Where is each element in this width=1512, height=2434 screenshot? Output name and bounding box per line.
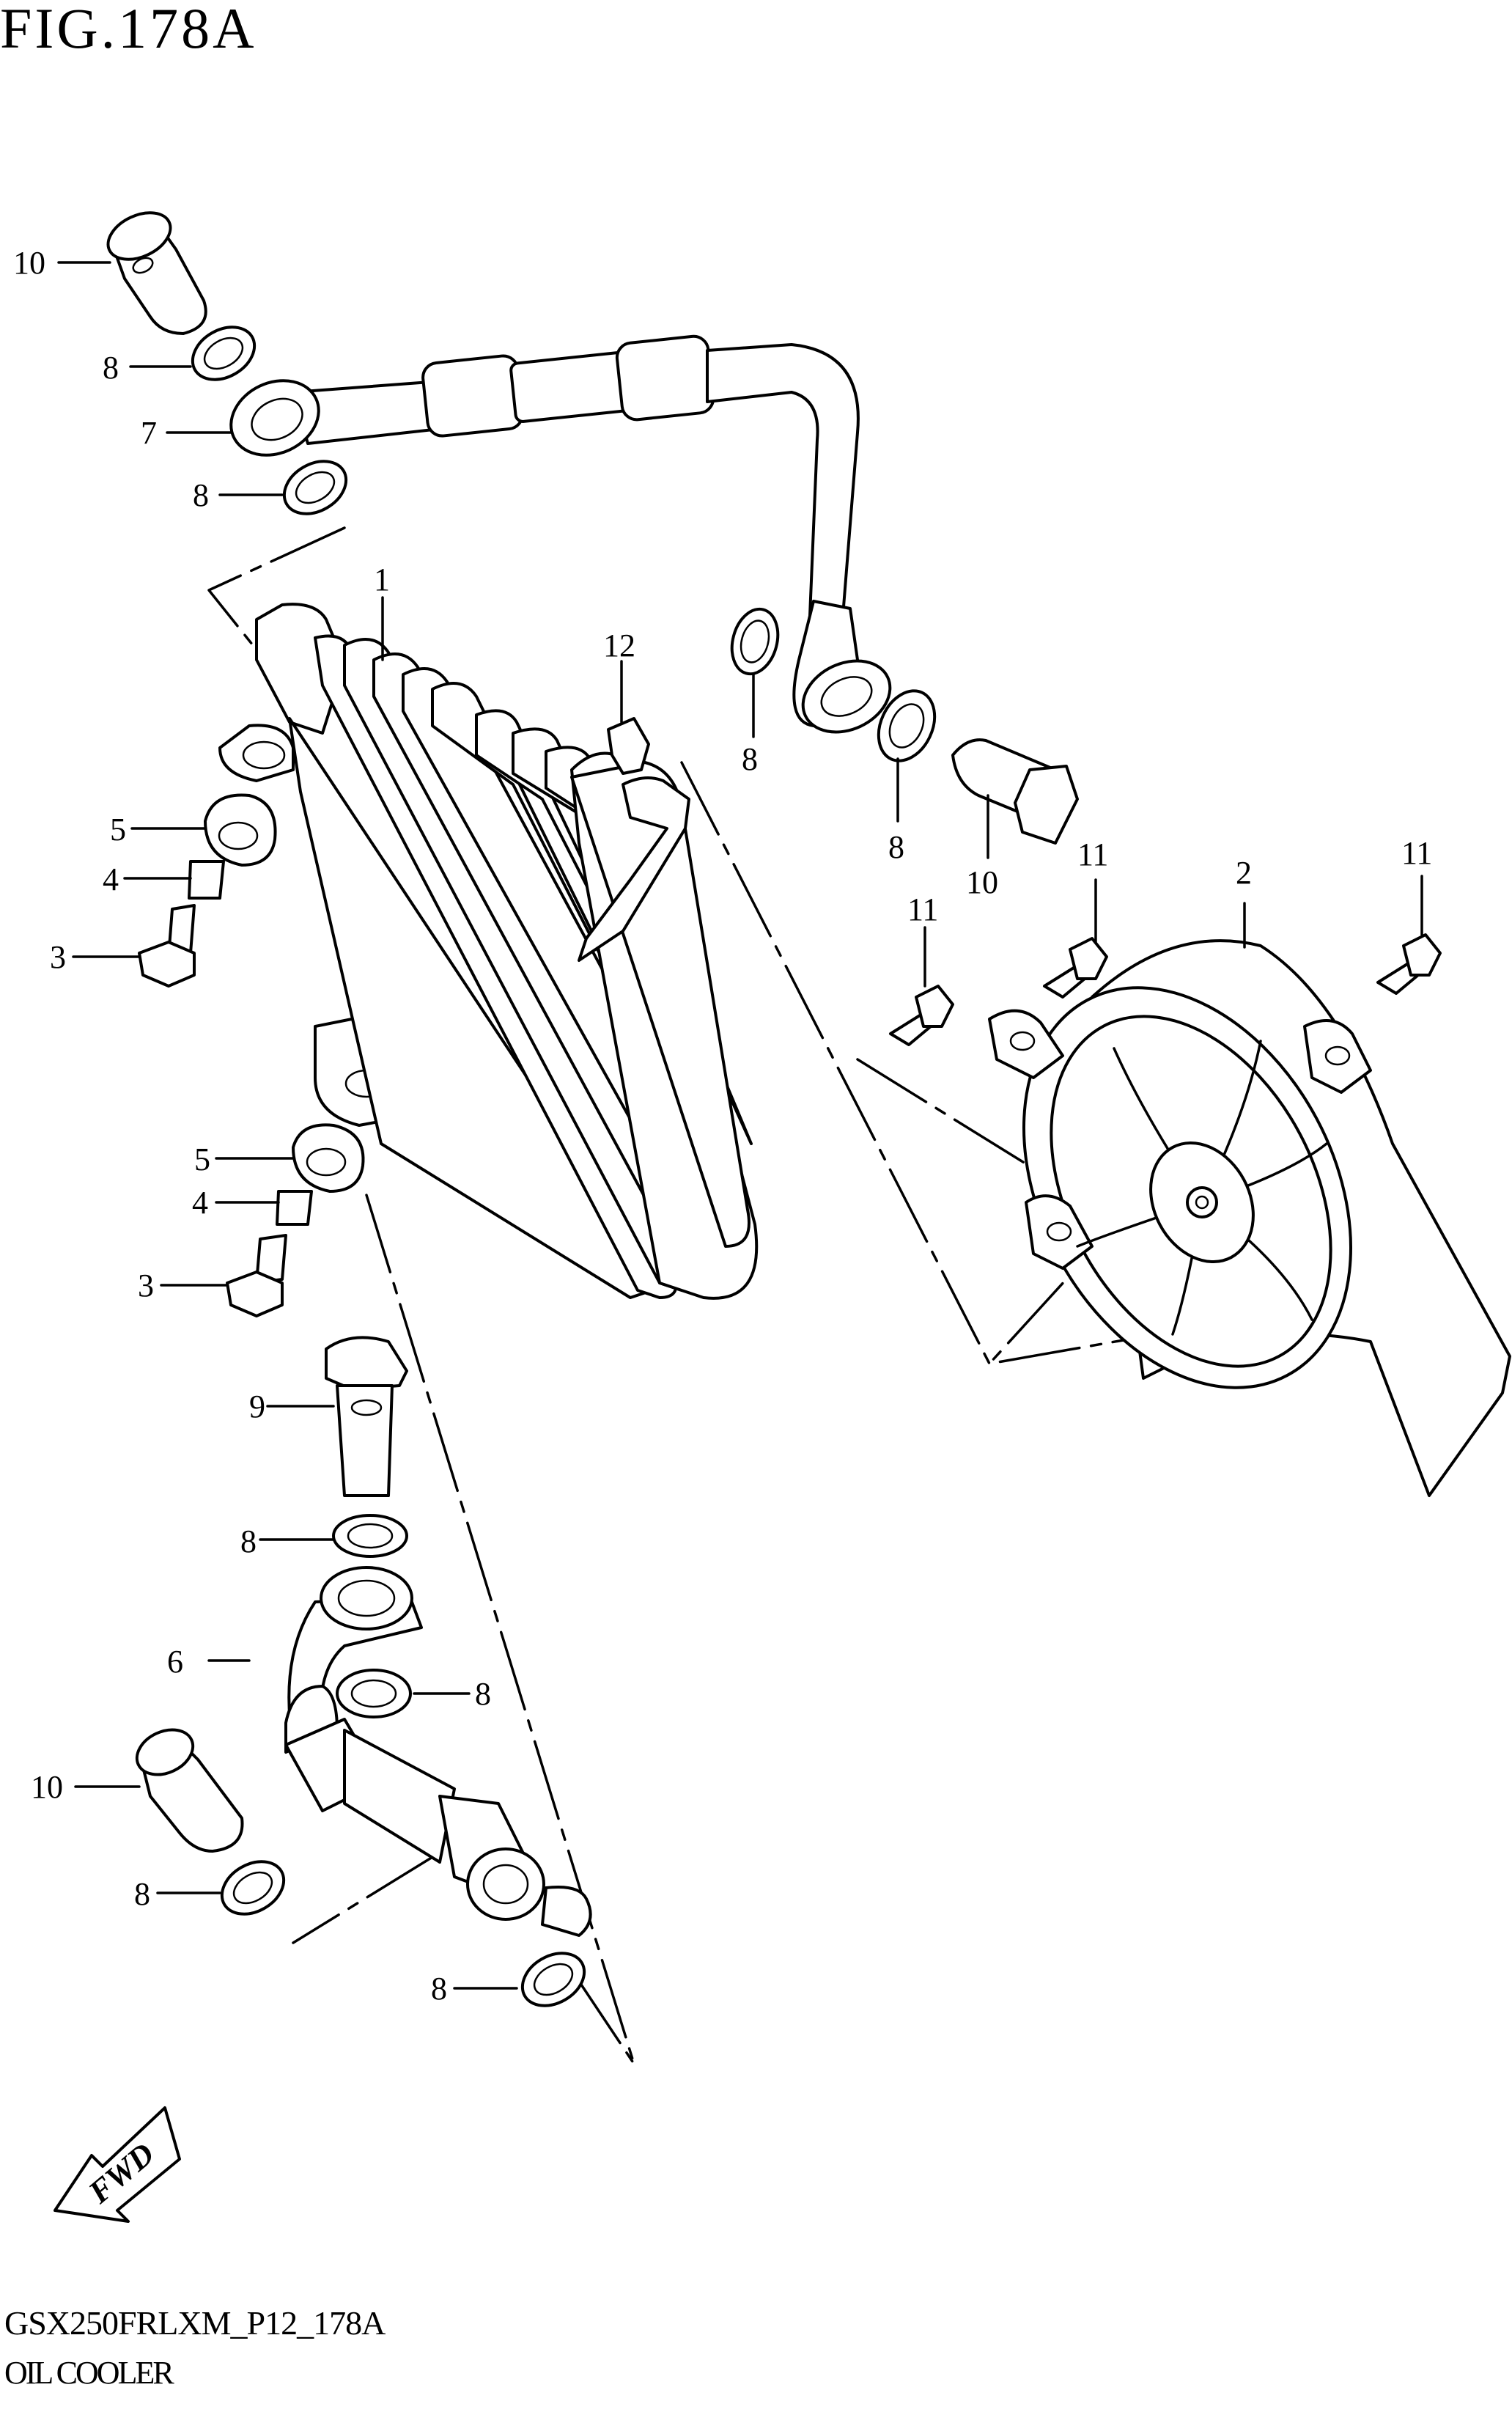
callout-3-a: 3 — [50, 939, 66, 975]
callout-12: 12 — [603, 628, 635, 663]
gasket-8-a[interactable] — [183, 317, 264, 390]
bolt-3-a[interactable] — [138, 904, 196, 988]
callout-8-c: 8 — [742, 741, 758, 777]
callout-8-d: 8 — [888, 829, 904, 865]
bolt-11-c[interactable] — [1376, 933, 1442, 995]
oil-cooler-core[interactable] — [218, 603, 759, 1300]
bolt-3-b[interactable] — [226, 1234, 287, 1317]
callout-8-g: 8 — [134, 1876, 150, 1912]
fwd-direction-badge: FWD — [54, 2106, 181, 2223]
gasket-8-g[interactable] — [213, 1851, 293, 1924]
bolt-11-a[interactable] — [889, 985, 954, 1046]
diagram-name: OIL COOLER — [4, 2355, 174, 2391]
oil-hose-upper[interactable] — [219, 334, 902, 746]
gasket-8-e[interactable] — [332, 1514, 408, 1558]
callout-5-a: 5 — [110, 812, 126, 848]
callout-4-b: 4 — [192, 1185, 208, 1221]
union-bolt-right[interactable] — [951, 738, 1079, 845]
callout-6: 6 — [167, 1644, 183, 1680]
collar-4-b[interactable] — [276, 1190, 313, 1226]
callout-7: 7 — [141, 415, 157, 451]
callout-11-a: 11 — [907, 891, 938, 927]
oil-hose-lower[interactable] — [284, 1566, 592, 1937]
cooling-fan-assembly[interactable] — [958, 931, 1511, 1497]
callout-11-b: 11 — [1077, 837, 1108, 872]
callout-labels: 10 8 7 8 1 12 8 8 10 11 11 2 11 5 4 3 5 … — [13, 245, 1432, 2007]
gasket-8-b[interactable] — [275, 451, 355, 524]
callout-2: 2 — [1236, 855, 1252, 891]
grommet-5-a[interactable] — [204, 793, 277, 867]
callout-8-a: 8 — [103, 350, 119, 386]
callout-8-b: 8 — [193, 477, 209, 513]
callout-1: 1 — [374, 562, 390, 598]
callout-3-b: 3 — [138, 1268, 154, 1304]
union-bolt-9[interactable] — [325, 1336, 408, 1497]
bolt-11-b[interactable] — [1043, 937, 1108, 999]
diagram-code: GSX250FRLXM_P12_178A — [4, 2304, 386, 2342]
gasket-8-c[interactable] — [725, 604, 784, 679]
callout-8-h: 8 — [431, 1971, 447, 2007]
callout-9: 9 — [249, 1389, 265, 1424]
gasket-8-f[interactable] — [336, 1669, 412, 1718]
collar-4-a[interactable] — [188, 860, 225, 900]
callout-8-e: 8 — [240, 1523, 257, 1559]
union-bolt-lower[interactable] — [130, 1721, 244, 1853]
figure-title: FIG.178A — [0, 0, 257, 60]
callout-5-b: 5 — [194, 1141, 210, 1177]
union-bolt-top[interactable] — [100, 204, 207, 335]
leader-lines — [57, 261, 1423, 1990]
bracket-clip[interactable] — [578, 717, 690, 962]
callout-10-top: 10 — [13, 245, 45, 281]
callout-8-f: 8 — [475, 1676, 491, 1712]
callout-10-right: 10 — [966, 864, 998, 900]
callout-10-lower: 10 — [31, 1769, 63, 1805]
callout-11-c: 11 — [1401, 835, 1432, 871]
gasket-8-h[interactable] — [513, 1943, 594, 2016]
callout-4-a: 4 — [103, 861, 119, 897]
gasket-8-d[interactable] — [868, 682, 945, 770]
grommet-5-b[interactable] — [292, 1123, 365, 1193]
